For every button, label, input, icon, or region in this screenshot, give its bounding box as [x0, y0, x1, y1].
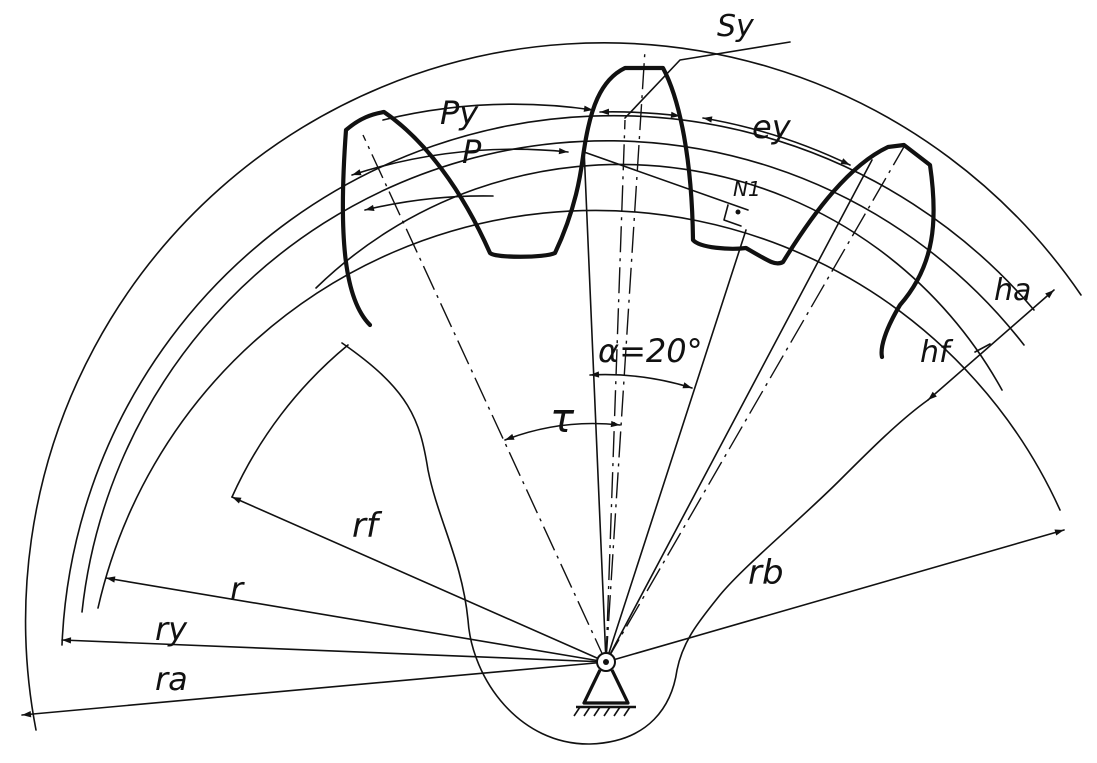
- ha-hf-dimension-line: [927, 289, 1055, 401]
- line-of-action: [583, 151, 749, 211]
- label-rf: rf: [352, 506, 383, 546]
- label-hf: hf: [920, 335, 954, 370]
- radial-line-n1: [605, 229, 747, 663]
- addendum-circle-arc: [24, 42, 1082, 731]
- alpha-angle-arc: [589, 371, 693, 389]
- label-n1: N1: [733, 177, 761, 201]
- sy-dimension-arc: [599, 108, 681, 119]
- py-dimension-arc: [382, 103, 594, 121]
- root-circle-arc: [231, 344, 349, 498]
- label-sy: Sy: [717, 9, 755, 44]
- n1-point: [735, 209, 741, 215]
- label-ra: ra: [155, 660, 188, 698]
- pivot-support-icon: [573, 652, 636, 717]
- label-rb: rb: [748, 553, 784, 593]
- radial-line-right: [605, 159, 873, 663]
- p-dimension-arc: [351, 147, 569, 176]
- label-alpha: α=20°: [598, 332, 703, 370]
- sy-leader-line: [624, 41, 791, 119]
- gear-body-outline: [341, 342, 929, 745]
- hf-tick: [974, 343, 991, 353]
- ra-radius-arrow: [21, 661, 607, 718]
- label-p: P: [462, 133, 482, 171]
- pitch-circle-ry-arc: [61, 114, 1035, 646]
- right-angle-marker: [723, 204, 742, 227]
- label-ha: ha: [994, 273, 1031, 308]
- rf-radius-arrow: [231, 496, 607, 663]
- r-radius-arrow: [105, 576, 607, 663]
- ey-dimension-arc: [702, 116, 851, 166]
- gear-tooth-profile: [340, 65, 936, 360]
- label-ey: ey: [752, 108, 792, 146]
- centerline-3: [605, 144, 906, 663]
- centerline-2: [605, 49, 646, 663]
- rb-radius-arrow: [605, 529, 1065, 663]
- ry-radius-arrow: [61, 637, 607, 663]
- radial-line-left: [583, 147, 607, 663]
- label-r: r: [230, 570, 245, 608]
- label-py: Py: [440, 94, 479, 132]
- tau-angle-arc: [504, 420, 621, 441]
- pitch-lower-arc: [364, 195, 494, 211]
- centerline-1: [362, 134, 607, 663]
- label-ry: ry: [155, 610, 188, 648]
- centerline-4: [605, 119, 626, 663]
- label-tau: τ: [550, 396, 575, 442]
